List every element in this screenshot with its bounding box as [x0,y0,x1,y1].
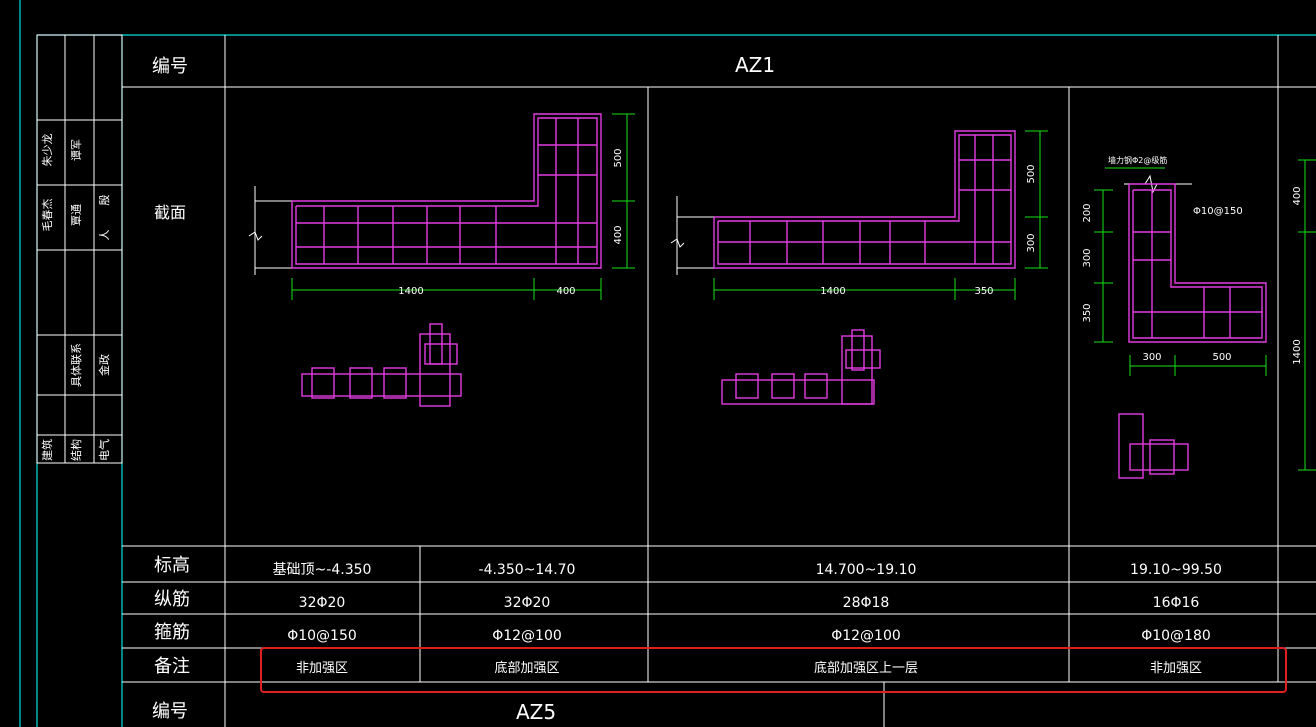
dim-s2-w1: 1400 [820,286,845,297]
dim-s3-w2: 500 [1212,352,1231,363]
row-label-longitudinal: 纵筋 [154,589,190,610]
dim-s2-h2: 300 [1026,233,1037,252]
table-row-longitudinal: 32Φ20 32Φ20 28Φ18 16Φ16 [299,595,1200,611]
dim-s3-side2: 1400 [1292,339,1303,364]
row-label-remark: 备注 [154,656,190,677]
dim-s3-side1: 400 [1292,186,1303,205]
cell: 底部加强区 [494,660,559,676]
section-label: 截面 [154,203,186,222]
cell: 非加强区 [296,661,348,676]
side-text-11: 电气 [97,439,111,461]
side-text-7: 具体联系 [69,343,83,387]
title-block-side-panel: 朱少龙 毛春杰 谭军 覃通 殷 人 具体联系 金政 建筑 结构 电气 [36,34,123,464]
cell: 32Φ20 [504,595,551,611]
side-text-5: 殷 [98,195,111,206]
dim-s1-w1: 1400 [398,286,423,297]
side-text-4: 覃通 [70,204,83,226]
cell: Φ12@100 [492,628,562,644]
side-text-6: 人 [98,230,111,241]
id-label: 编号 [152,56,188,77]
table-row-stirrup: Φ10@150 Φ12@100 Φ12@100 Φ10@180 [287,628,1211,644]
dim-s1-w2: 400 [556,286,575,297]
cell: 14.700~19.10 [816,562,917,578]
side-text-9: 建筑 [40,439,54,461]
drawing-frame [19,0,1316,727]
cell: 28Φ18 [843,595,890,611]
cell: 16Φ16 [1153,595,1200,611]
section-1-drawing: 1400 400 500 400 [248,113,635,407]
table-row-remark: 非加强区 底部加强区 底部加强区上一层 非加强区 [296,660,1202,676]
section-2-drawing: 1400 350 500 300 [670,130,1048,405]
side-text-1: 朱少龙 [41,134,54,167]
cell: 32Φ20 [299,595,346,611]
cell: 基础顶~-4.350 [273,561,372,578]
id-value: AZ1 [735,53,775,77]
s3-stirrup: Φ10@150 [1193,206,1243,217]
cell: -4.350~14.70 [479,562,576,578]
side-text-3: 谭军 [70,139,83,161]
cell: Φ10@150 [287,628,357,644]
dim-s1-h1: 500 [613,148,624,167]
side-text-8: 金政 [97,354,111,376]
cell: 19.10~99.50 [1130,562,1222,578]
highlight-box [260,647,1287,693]
s3-note: 墙力钢Φ2@级筋 [1108,155,1167,165]
cell: Φ10@180 [1141,628,1211,644]
next-id-label: 编号 [152,701,188,722]
row-label-elevation: 标高 [154,555,190,576]
dim-s3-h3: 350 [1082,303,1093,322]
next-id-value: AZ5 [516,700,556,724]
side-text-10: 结构 [69,439,83,461]
dim-s2-h1: 500 [1026,164,1037,183]
dim-s1-h2: 400 [613,225,624,244]
row-label-stirrup: 箍筋 [154,622,190,643]
side-text-2: 毛春杰 [41,199,54,232]
dim-s2-w2: 350 [974,286,993,297]
dim-s3-h1: 200 [1082,203,1093,222]
cell: 非加强区 [1150,661,1202,676]
table-row-elevation: 基础顶~-4.350 -4.350~14.70 14.700~19.10 19.… [273,561,1222,578]
cell: 底部加强区上一层 [814,660,918,676]
dim-s3-w1: 300 [1142,352,1161,363]
column-table-grid [122,35,1316,727]
cell: Φ12@100 [831,628,901,644]
section-3-drawing: 墙力钢Φ2@级筋 Φ10@150 300 500 200 300 350 [1082,155,1316,479]
dim-s3-h2: 300 [1082,248,1093,267]
